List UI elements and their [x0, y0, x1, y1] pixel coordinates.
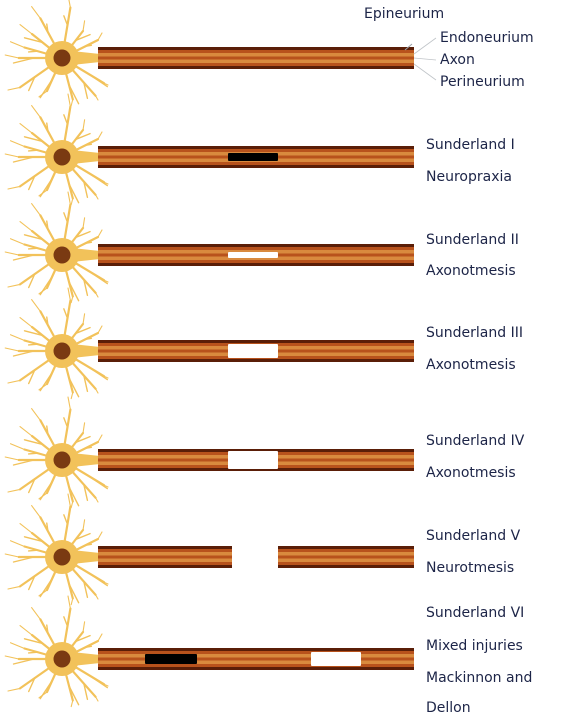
neuron-nucleus [54, 247, 71, 264]
nerve-row-5 [5, 494, 414, 605]
lesion-white-marker [228, 451, 278, 469]
neuron-cell-2 [5, 192, 108, 303]
row1-subtitle: Neuropraxia [426, 169, 512, 185]
lesion-white-marker [228, 252, 278, 258]
nerve-row-3 [5, 288, 414, 399]
lesion-white-marker [311, 652, 361, 666]
neuron-cell-5 [5, 494, 108, 605]
lesion-black-marker [145, 654, 197, 664]
nerve-row-1 [5, 94, 414, 205]
neuron-nucleus [54, 149, 71, 166]
row6-subtitle: Mixed injuries [426, 638, 523, 654]
row6-extra-line-1: Mackinnon and [426, 670, 532, 686]
label-endoneurium: Endoneurium [440, 30, 534, 46]
nerve-row-2 [5, 192, 414, 303]
neuron-nucleus [54, 549, 71, 566]
label-epineurium: Epineurium [364, 6, 444, 22]
label-axon: Axon [440, 52, 475, 68]
lesion-black-marker [228, 153, 278, 161]
neuron-nucleus [54, 343, 71, 360]
nerve-row-4 [5, 397, 414, 508]
nerve-row-0 [5, 0, 414, 106]
nerve-distal-segment [278, 546, 414, 568]
row4-title: Sunderland IV [426, 433, 524, 449]
neuron-nucleus [54, 452, 71, 469]
nerve-fiber [98, 47, 414, 69]
lesion-white-marker [228, 344, 278, 358]
neuron-nucleus [54, 50, 71, 67]
label-perineurium: Perineurium [440, 74, 525, 90]
row1-title: Sunderland I [426, 137, 515, 153]
row2-title: Sunderland II [426, 232, 519, 248]
row5-subtitle: Neurotmesis [426, 560, 514, 576]
nerve-proximal-segment [98, 546, 232, 568]
neuron-nucleus [54, 651, 71, 668]
row6-extra-line-2: Dellon [426, 700, 471, 716]
neuron-cell-6 [5, 596, 108, 707]
row5-title: Sunderland V [426, 528, 520, 544]
row4-subtitle: Axonotmesis [426, 465, 516, 481]
neuron-cell-1 [5, 94, 108, 205]
row6-title: Sunderland VI [426, 605, 524, 621]
neuron-cell-4 [5, 397, 108, 508]
nerve-row-6 [5, 596, 414, 707]
neuron-cell-3 [5, 288, 108, 399]
neuron-cell-0 [5, 0, 108, 106]
row2-subtitle: Axonotmesis [426, 263, 516, 279]
row3-subtitle: Axonotmesis [426, 357, 516, 373]
row3-title: Sunderland III [426, 325, 523, 341]
